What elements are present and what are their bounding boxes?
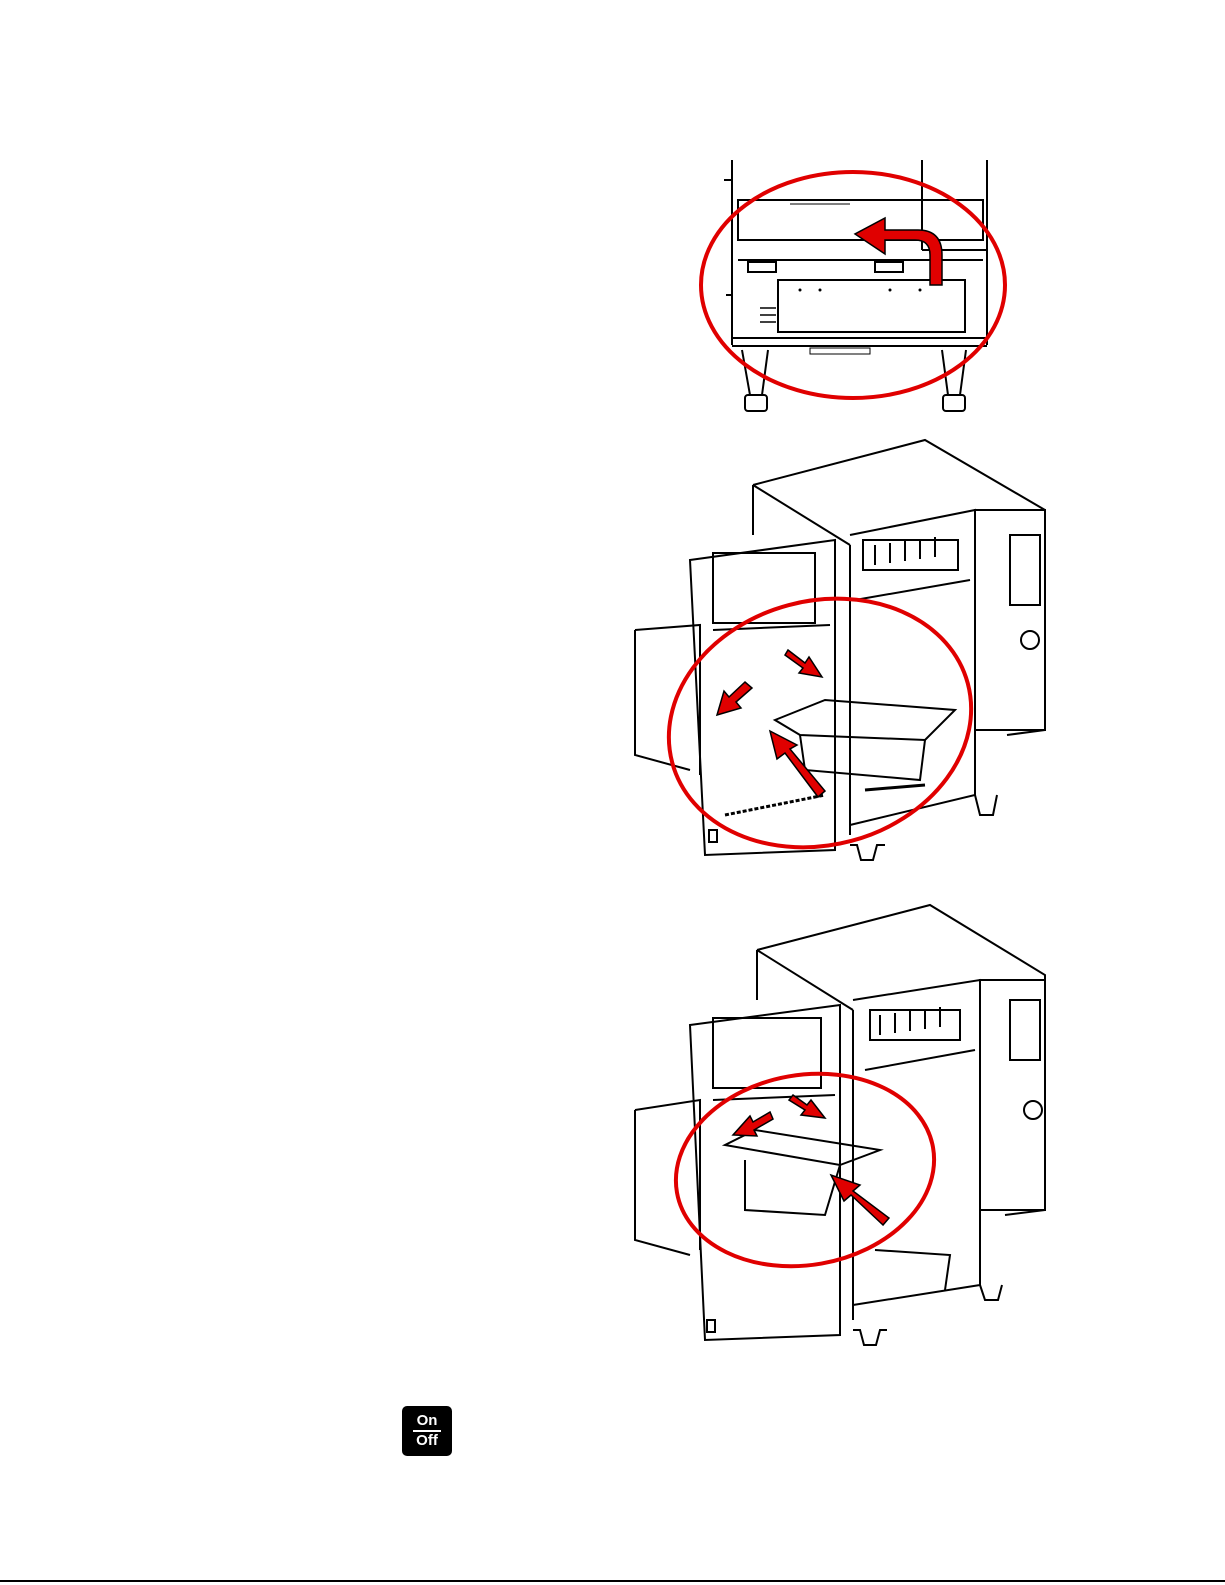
drawer-remove-figure [625, 435, 1065, 870]
drawer-install-figure [625, 900, 1065, 1360]
off-label: Off [416, 1433, 438, 1449]
on-label: On [417, 1413, 438, 1429]
on-off-key-icon: On Off [402, 1406, 452, 1456]
footer-rule [0, 1580, 1225, 1582]
rear-panel-lift-figure [690, 150, 1020, 425]
direction-arrows-icon [717, 650, 825, 797]
curved-lift-arrow-icon [855, 218, 942, 285]
